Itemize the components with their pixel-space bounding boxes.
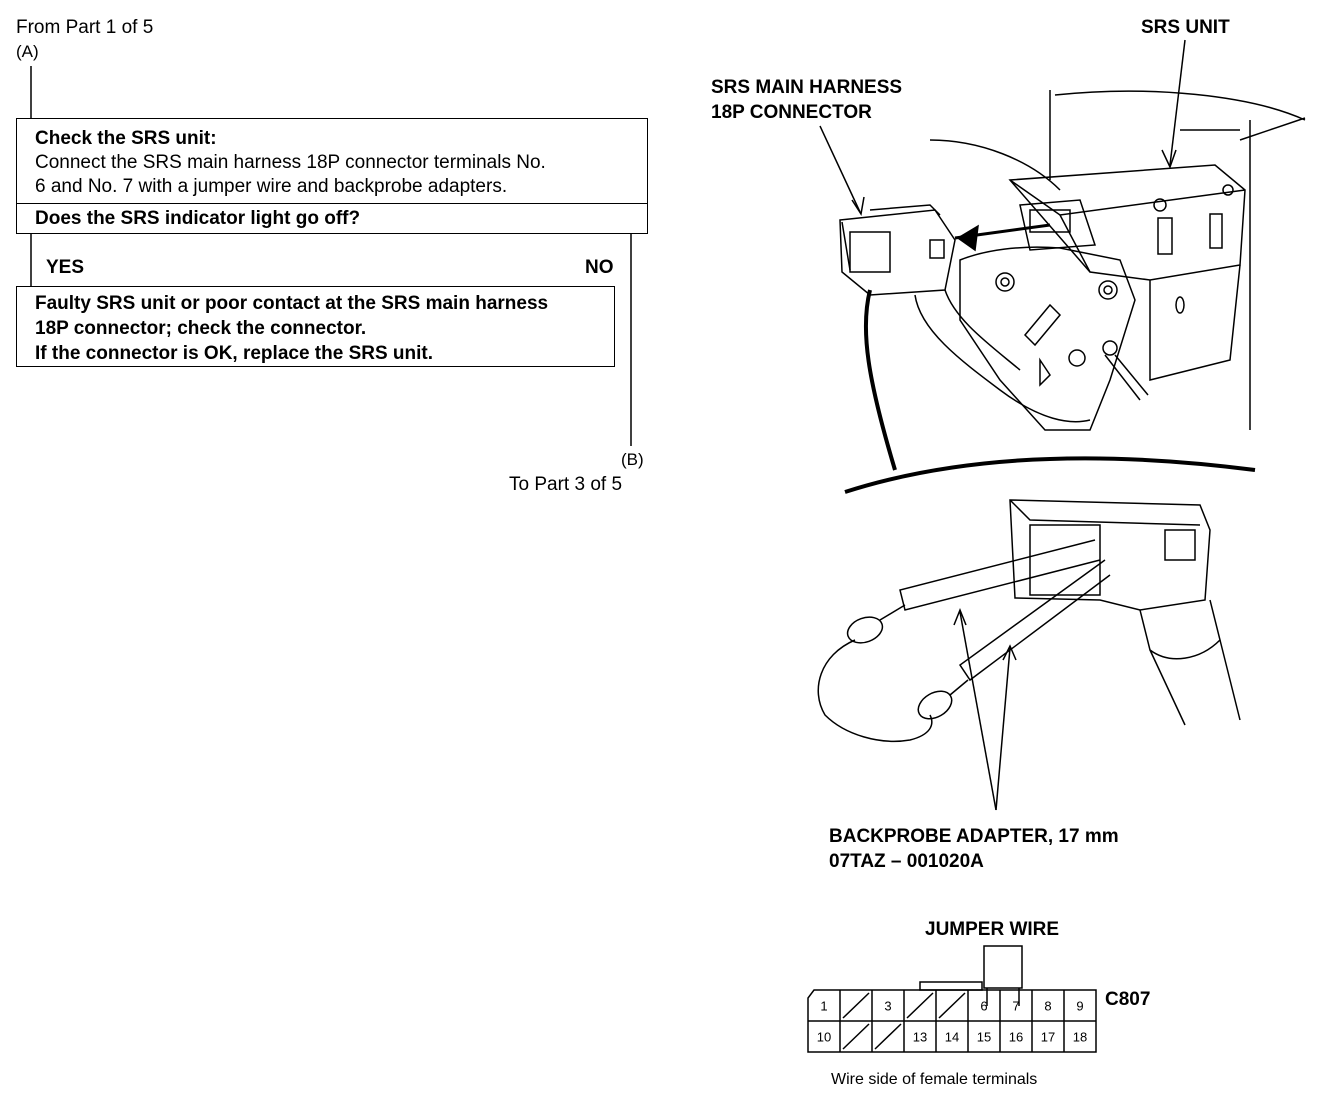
terminal-empty xyxy=(874,1023,902,1050)
from-marker: (A) xyxy=(16,42,39,61)
jumper-wire-bridge xyxy=(983,945,1023,989)
result-box: Faulty SRS unit or poor contact at the S… xyxy=(16,286,615,367)
terminal-13: 13 xyxy=(913,1030,927,1045)
connector-id: C807 xyxy=(1105,989,1151,1010)
check-line-1: Connect the SRS main harness 18P connect… xyxy=(35,152,546,173)
adapter-label-line-2: 07TAZ – 001020A xyxy=(829,851,984,872)
srs-unit-label: SRS UNIT xyxy=(1141,17,1230,38)
to-marker: (B) xyxy=(621,450,644,469)
backprobe-adapter-2 xyxy=(958,559,1111,682)
terminal-9: 9 xyxy=(1076,999,1083,1014)
terminal-10: 10 xyxy=(817,1030,831,1045)
no-label: NO xyxy=(585,257,614,278)
connector-latch xyxy=(919,981,983,991)
srs-unit-bracket xyxy=(1149,264,1241,381)
srs-unit-leader xyxy=(1169,39,1186,166)
check-title: Check the SRS unit: xyxy=(35,128,217,149)
terminal-18: 18 xyxy=(1073,1030,1087,1045)
question-box: Does the SRS indicator light go off? xyxy=(16,203,648,234)
result-line-3: If the connector is OK, replace the SRS … xyxy=(35,343,434,364)
connector-caption: Wire side of female terminals xyxy=(831,1071,1038,1088)
srs-unit-arrowhead xyxy=(1161,149,1177,169)
terminal-empty xyxy=(938,992,966,1019)
result-line-1: Faulty SRS unit or poor contact at the S… xyxy=(35,293,549,314)
to-part-label: To Part 3 of 5 xyxy=(509,474,623,495)
harness-label-line-2: 18P CONNECTOR xyxy=(711,102,872,123)
check-line-2: 6 and No. 7 with a jumper wire and backp… xyxy=(35,176,508,197)
dash-curve-1 xyxy=(929,139,1061,191)
yes-label: YES xyxy=(46,257,85,278)
terminal-3: 3 xyxy=(884,999,891,1014)
jumper-wire-loop xyxy=(817,639,933,742)
harness-arrowhead xyxy=(851,196,865,217)
adapter-leader-1 xyxy=(959,611,997,811)
terminal-1: 1 xyxy=(820,999,827,1014)
adapter-leader-2 xyxy=(995,647,1011,811)
adapter-label-line-1: BACKPROBE ADAPTER, 17 mm xyxy=(829,826,1119,847)
question-text: Does the SRS indicator light go off? xyxy=(35,208,361,229)
result-line-2: 18P connector; check the connector. xyxy=(35,318,367,339)
terminal-empty xyxy=(842,992,870,1019)
terminal-8: 8 xyxy=(1044,999,1051,1014)
connector-frame xyxy=(807,989,1097,1053)
terminal-7: 7 xyxy=(1012,999,1019,1014)
terminal-empty xyxy=(906,992,934,1019)
jumper-wire-label: JUMPER WIRE xyxy=(925,919,1060,940)
terminal-15: 15 xyxy=(977,1030,991,1045)
detail-circle-arc xyxy=(844,456,1256,494)
terminal-6: 6 xyxy=(980,999,987,1014)
terminal-17: 17 xyxy=(1041,1030,1055,1045)
backprobe-adapter-1 xyxy=(899,539,1101,611)
mounting-bracket xyxy=(959,246,1136,431)
harness-label-line-1: SRS MAIN HARNESS xyxy=(711,77,903,98)
from-part-label: From Part 1 of 5 xyxy=(16,17,154,38)
terminal-empty xyxy=(842,1023,870,1050)
harness-leader xyxy=(819,125,861,213)
detail-connector-body xyxy=(1009,499,1211,611)
terminal-14: 14 xyxy=(945,1030,959,1045)
terminal-16: 16 xyxy=(1009,1030,1023,1045)
